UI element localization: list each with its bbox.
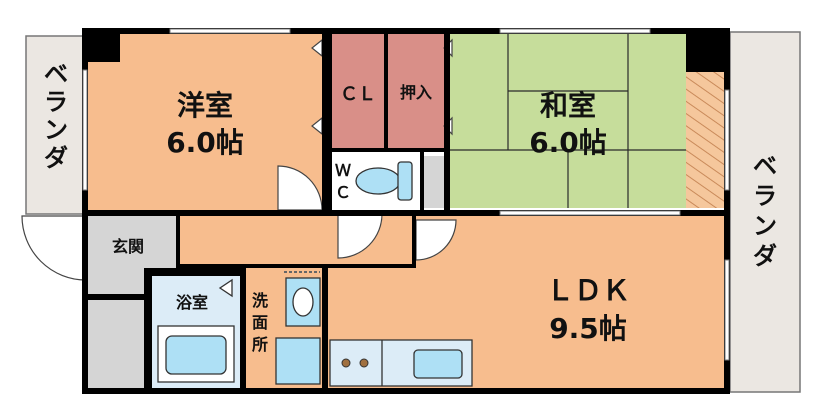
balcony-left-char-3: ン [44, 116, 68, 144]
oshiire [388, 32, 444, 148]
balcony-left-char-2: ラ [44, 88, 68, 116]
wc-side-storage [424, 156, 444, 208]
balcony-right-char-3: ン [753, 212, 777, 240]
washroom-label-3: 所 [252, 335, 268, 354]
wc-label-w: Ｗ [335, 161, 351, 180]
windows [82, 28, 730, 361]
stove-burners [341, 358, 369, 368]
storage-lower-left [88, 300, 144, 390]
bath-label: 浴室 [176, 293, 208, 312]
tatami-lines [450, 32, 686, 208]
balcony-left-char-4: ダ [44, 144, 68, 172]
kitchen-counter [329, 339, 473, 387]
washroom-label-1: 洗 [252, 291, 268, 310]
balcony-right-char-4: ダ [753, 242, 777, 270]
bathtub [157, 278, 235, 383]
western-room-size: 6.0帖 [166, 126, 244, 159]
walls [82, 28, 730, 394]
closet-label: ＣＬ [340, 84, 376, 105]
balcony-right-char-1: ベ [753, 152, 777, 180]
doors [21, 38, 457, 281]
japanese-room-name: 和室 [540, 89, 596, 122]
wash-basin [285, 277, 321, 327]
balcony-right-char-2: ラ [753, 182, 777, 210]
western-room-name: 洋室 [177, 89, 233, 122]
genkan-label: 玄関 [112, 237, 144, 256]
wc-label-c: Ｃ [335, 183, 351, 202]
tokonoma [686, 72, 726, 208]
japanese-room-size: 6.0帖 [529, 126, 607, 159]
washroom-label-2: 面 [252, 313, 268, 332]
washing-machine-pan [275, 337, 321, 385]
ldk-room-size: 9.5帖 [549, 312, 627, 345]
closet [332, 32, 384, 148]
oshiire-label: 押入 [400, 83, 432, 102]
toilet-fixture [355, 161, 413, 201]
balcony-left-char-1: ベ [44, 60, 68, 88]
balcony-left [25, 35, 87, 215]
balcony-right [729, 31, 801, 393]
ldk-room-name: ＬＤＫ [546, 274, 630, 307]
